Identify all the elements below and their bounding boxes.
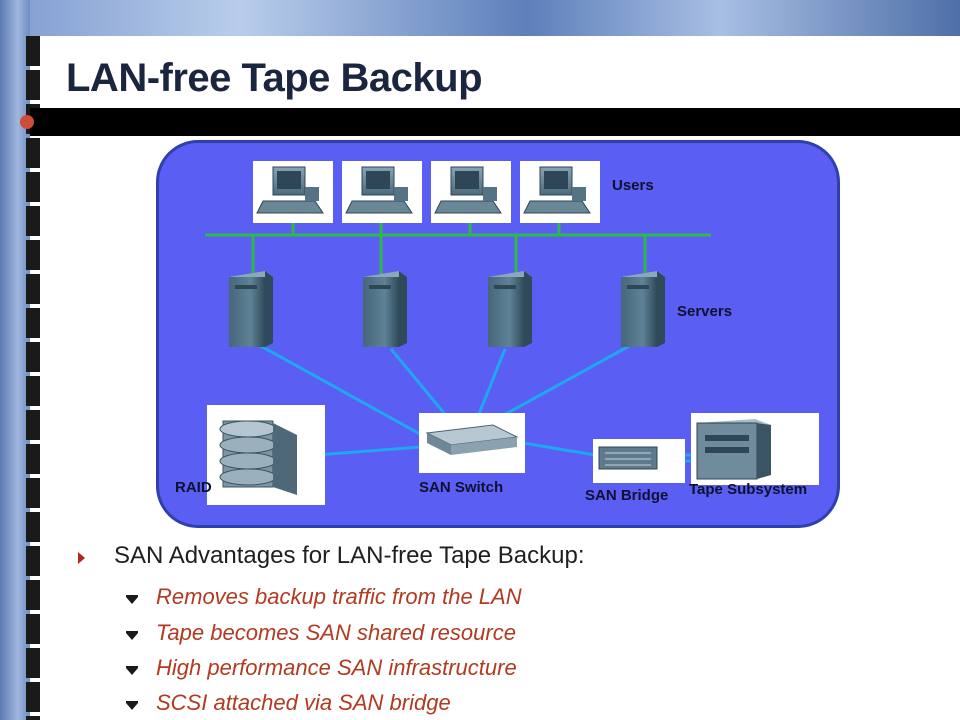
tape-subsystem-icon bbox=[691, 413, 819, 485]
sub-bullet: Tape becomes SAN shared resource bbox=[126, 616, 646, 648]
sub-bullet-text: Removes backup traffic from the LAN bbox=[156, 584, 522, 609]
sub-bullet-text: Tape becomes SAN shared resource bbox=[156, 620, 516, 645]
background-banner bbox=[0, 0, 960, 40]
workstation-4-icon bbox=[520, 161, 600, 223]
raid-label: RAID bbox=[175, 479, 212, 496]
raid-storage-icon bbox=[207, 405, 325, 505]
workstation-3-icon bbox=[431, 161, 511, 223]
sub-bullet-icon bbox=[126, 595, 138, 604]
sub-bullet: High performance SAN infrastructure bbox=[126, 651, 646, 683]
bullet-arrow-icon bbox=[78, 552, 85, 564]
network-diagram: Users Servers RAID SAN Switch SAN Bridge… bbox=[156, 140, 840, 528]
main-bullet-text: SAN Advantages for LAN-free Tape Backup: bbox=[114, 542, 585, 569]
page-title: LAN-free Tape Backup bbox=[66, 56, 483, 100]
server-3-icon bbox=[488, 271, 532, 347]
servers-label: Servers bbox=[677, 303, 733, 320]
sub-bullet-icon bbox=[126, 666, 138, 675]
workstation-1-icon bbox=[253, 161, 333, 223]
title-divider-bar bbox=[30, 108, 960, 136]
server-4-icon bbox=[621, 271, 665, 347]
workstation-2-icon bbox=[342, 161, 422, 223]
title-bullet-dot bbox=[20, 115, 34, 129]
server-2-icon bbox=[363, 271, 407, 347]
san-switch-label: SAN Switch bbox=[419, 479, 504, 496]
sub-bullet-icon bbox=[126, 701, 138, 710]
tape-subsystem-label: Tape Subsystem bbox=[689, 481, 808, 498]
slide-edge-decoration bbox=[26, 36, 40, 720]
sub-bullet: Removes backup traffic from the LAN bbox=[126, 580, 646, 612]
san-bridge-label: SAN Bridge bbox=[585, 487, 669, 504]
main-bullet: SAN Advantages for LAN-free Tape Backup: bbox=[72, 540, 692, 574]
sub-bullet-text: High performance SAN infrastructure bbox=[156, 655, 517, 680]
san-switch-icon bbox=[419, 413, 525, 473]
sub-bullet: SCSI attached via SAN bridge bbox=[126, 686, 646, 718]
diagram-drawing bbox=[205, 161, 819, 505]
server-1-icon bbox=[229, 271, 273, 347]
sub-bullet-text: SCSI attached via SAN bridge bbox=[156, 690, 451, 715]
lan-drops bbox=[251, 223, 647, 275]
san-bridge-icon bbox=[593, 439, 685, 483]
users-label: Users bbox=[612, 177, 654, 194]
sub-bullet-icon bbox=[126, 631, 138, 640]
